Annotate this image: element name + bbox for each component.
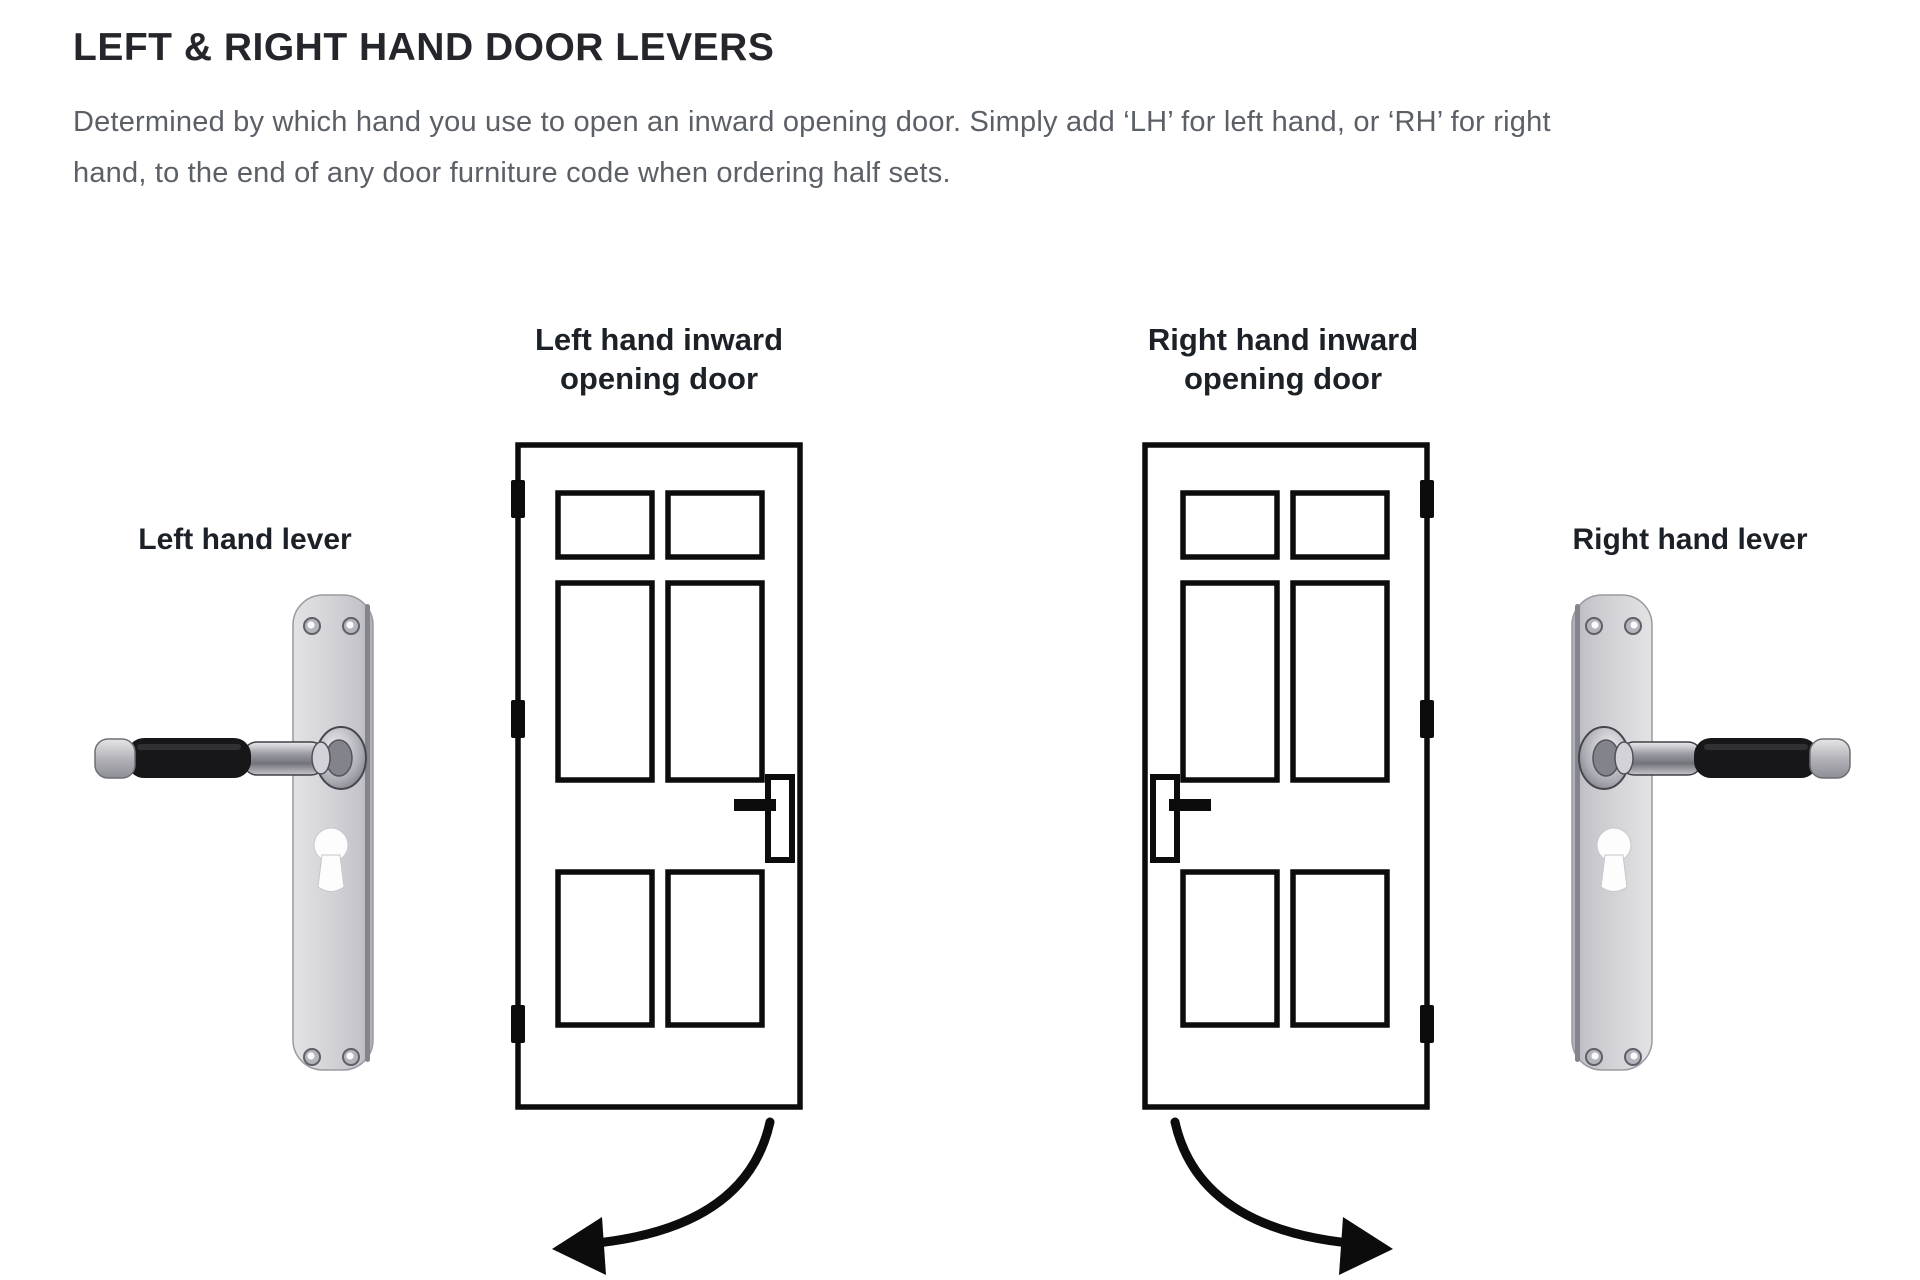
door-panel	[1180, 490, 1280, 560]
left-lever-illustration	[94, 594, 374, 1071]
door-panel	[555, 869, 655, 1028]
handle-grip-highlight	[1704, 744, 1808, 750]
door-panel	[1290, 869, 1390, 1028]
door-panels	[1180, 490, 1390, 1028]
door-swing-arrow	[567, 1117, 775, 1250]
screw	[303, 1048, 321, 1066]
door-swing-arrowhead	[552, 1217, 606, 1275]
right-door-label: Right hand inward opening door	[1133, 320, 1433, 398]
door-panel	[665, 869, 765, 1028]
hinge	[1420, 480, 1434, 518]
door-swing-arrowhead	[1339, 1217, 1393, 1275]
handle-end-cap	[94, 738, 136, 779]
lever-backplate-edge-shadow	[365, 604, 370, 1062]
right-door-illustration	[1142, 442, 1434, 1275]
door-hinges	[511, 480, 525, 1043]
screw	[1585, 1048, 1603, 1066]
left-door-drawing	[511, 442, 803, 1275]
right-door-drawing	[1142, 442, 1434, 1275]
door-panel	[665, 580, 765, 783]
euro-keyhole	[313, 827, 349, 892]
door-swing-arrow	[1170, 1117, 1378, 1250]
screw	[342, 1048, 360, 1066]
screw	[1624, 617, 1642, 635]
screw	[342, 617, 360, 635]
left-door-label-line1: Left hand inward	[535, 322, 783, 357]
right-door-label-line2: opening door	[1183, 361, 1383, 396]
intro-line-1: Determined by which hand you use to open…	[73, 106, 1551, 138]
door-panel	[555, 580, 655, 783]
hinge	[511, 700, 525, 738]
plate-screws	[1585, 617, 1642, 1066]
euro-keyhole	[1596, 827, 1632, 892]
door-handle	[1150, 774, 1211, 863]
handle-backplate	[1150, 774, 1180, 863]
handle-grip-highlight	[137, 744, 241, 750]
left-lever-drawing	[94, 594, 374, 1071]
hinge	[1420, 700, 1434, 738]
intro-paragraph: Determined by which hand you use to open…	[73, 97, 1551, 199]
right-lever-drawing	[1571, 594, 1851, 1071]
right-lever-label: Right hand lever	[1572, 523, 1808, 556]
door-panel	[1180, 869, 1280, 1028]
left-door-label-line2: opening door	[559, 361, 759, 396]
lever-handle-assembly	[1578, 726, 1851, 790]
handle-lever-bar	[1169, 799, 1211, 811]
intro-line-2: hand, to the end of any door furniture c…	[73, 157, 951, 189]
handle-backplate	[765, 774, 795, 863]
door-panel	[555, 490, 655, 560]
hinge	[511, 480, 525, 518]
door-handle	[734, 774, 795, 863]
page-title: LEFT & RIGHT HAND DOOR LEVERS	[73, 26, 775, 69]
plate-screws	[303, 617, 360, 1066]
handle-lever-bar	[734, 799, 776, 811]
hinge	[1420, 1005, 1434, 1043]
screw	[303, 617, 321, 635]
door-panel	[665, 490, 765, 560]
hinge	[511, 1005, 525, 1043]
handle-end-cap	[1809, 738, 1851, 779]
left-door-label: Left hand inward opening door	[509, 320, 809, 398]
door-panel	[1290, 580, 1390, 783]
door-panel	[1290, 490, 1390, 560]
left-lever-label: Left hand lever	[138, 523, 352, 556]
lever-backplate-edge-shadow	[1575, 604, 1580, 1062]
right-lever-illustration	[1571, 594, 1851, 1071]
left-door-illustration	[511, 442, 803, 1275]
screw	[1624, 1048, 1642, 1066]
handle-collar	[1614, 741, 1634, 775]
handle-collar	[311, 741, 331, 775]
right-door-label-line1: Right hand inward	[1147, 322, 1419, 357]
door-panel	[1180, 580, 1280, 783]
door-panels	[555, 490, 765, 1028]
door-hinges	[1420, 480, 1434, 1043]
screw	[1585, 617, 1603, 635]
lever-handle-assembly	[94, 726, 367, 790]
